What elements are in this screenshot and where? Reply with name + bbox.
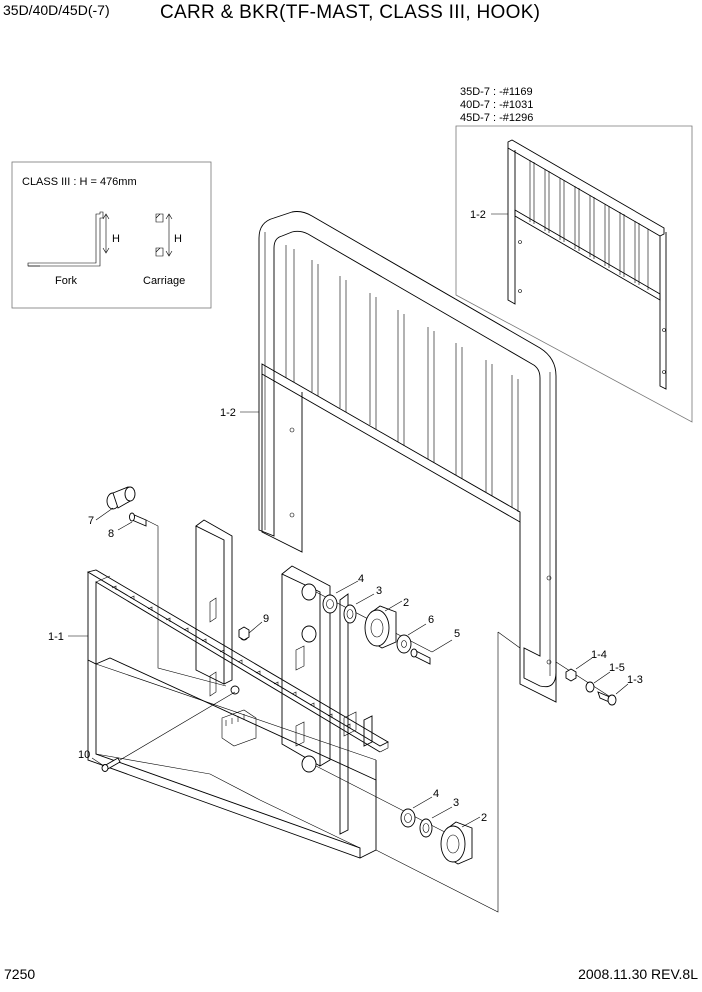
washer-1-5 [585,681,595,693]
backrest-hardware [555,661,617,706]
serial-line-2: 40D-7 : -#1031 [460,99,533,111]
callout-4-lower: 4 [433,788,439,800]
fork-sketch [27,211,110,267]
callout-8: 8 [108,528,114,540]
fork-label: Fork [55,275,78,287]
washer-6 [396,634,412,654]
nut-1-4 [565,668,577,682]
carriage [86,519,389,859]
serial-inset: 35D-7 : -#1169 40D-7 : -#1031 45D-7 : -#… [455,86,693,423]
callout-7: 7 [88,515,94,527]
page-number: 7250 [4,966,36,982]
upper-shim-4 [322,594,338,614]
class-inset-frame [11,161,212,309]
serial-line-3: 45D-7 : -#1296 [460,112,533,124]
callout-2-lower: 2 [481,812,487,824]
callout-1-1: 1-1 [48,631,64,643]
lower-roller-2 [440,825,466,863]
part-7-roller [106,486,136,510]
callout-9: 9 [263,613,269,625]
projection-line [375,632,499,913]
callout-3-lower: 3 [453,797,459,809]
callout-2-upper: 2 [403,597,409,609]
callout-5: 5 [454,628,460,640]
lower-shim-4 [400,808,416,828]
load-backrest [258,211,557,703]
callout-10: 10 [78,749,90,761]
carriage-dim-label: H [174,233,182,245]
serial-callout-1-2: 1-2 [470,209,486,221]
serial-inset-frame [455,125,693,423]
lower-shim-3 [419,818,433,838]
page-title: CARR & BKR(TF-MAST, CLASS III, HOOK) [160,2,541,23]
callout-1-4: 1-4 [591,649,607,661]
class-inset: CLASS III : H = 476mm H Fork H Carriage [11,161,212,309]
upper-shim-3 [343,604,357,624]
callout-1-2: 1-2 [220,407,236,419]
model-header: 35D/40D/45D(-7) [3,2,110,18]
part-9-nut [238,626,250,641]
callout-4-upper: 4 [358,573,364,585]
upper-roller-2 [364,609,390,647]
class-inset-title: CLASS III : H = 476mm [22,176,137,188]
carriage-label: Carriage [143,275,185,287]
upper-roller-set [315,591,433,665]
revision-date: 2008.11.30 REV.8L [578,966,698,982]
callout-1-3: 1-3 [627,674,643,686]
fork-dim-label: H [112,233,120,245]
part-10-bolt [101,757,121,772]
carriage-sketch [155,213,173,257]
callout-3-upper: 3 [376,585,382,597]
serial-line-1: 35D-7 : -#1169 [460,86,533,98]
callout-6: 6 [428,614,434,626]
small-backrest [507,139,667,390]
callout-1-5: 1-5 [609,662,625,674]
lower-roller-set [315,765,473,865]
part-8-bolt [129,512,147,527]
